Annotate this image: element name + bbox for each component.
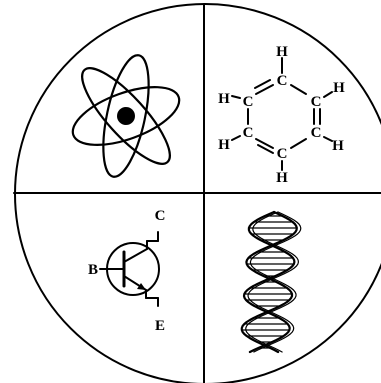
bond-c-bottom-left bbox=[255, 138, 274, 149]
bond-h-left-bottom bbox=[231, 135, 241, 141]
emitter-arrow-icon bbox=[137, 283, 146, 290]
transistor-icon: C B E bbox=[88, 208, 165, 334]
atom-h-bottom: H bbox=[276, 170, 288, 186]
benzene-molecule: H C H C C H H C C H C H bbox=[218, 44, 345, 186]
bond-h-left-top bbox=[231, 95, 241, 99]
bond-c-top-left-double bbox=[254, 79, 271, 89]
atom-h-right-top: H bbox=[333, 80, 345, 96]
atom-c-right-top: C bbox=[311, 94, 322, 110]
bond-c-bottom-left-double bbox=[257, 144, 274, 154]
electron-orbit-1 bbox=[71, 86, 181, 146]
electron-orbit-2 bbox=[81, 67, 171, 165]
transistor-base-label: B bbox=[88, 262, 98, 278]
atom-c-left-top: C bbox=[243, 94, 254, 110]
nucleus bbox=[117, 107, 135, 125]
dna-strand-a-inner bbox=[245, 211, 302, 353]
bond-c-bottom-right bbox=[290, 138, 307, 149]
atom-h-left-bottom: H bbox=[218, 137, 230, 153]
bond-c-top-left bbox=[255, 84, 274, 95]
bond-c-top-right bbox=[290, 84, 307, 95]
bond-h-right-top bbox=[323, 91, 333, 98]
atom-icon bbox=[71, 54, 181, 178]
electron-orbit-3 bbox=[102, 54, 150, 178]
atom-h-top: H bbox=[276, 44, 288, 60]
collector-diagonal bbox=[123, 248, 148, 263]
transistor-emitter-label: E bbox=[155, 318, 165, 334]
atom-c-bottom: C bbox=[277, 146, 288, 162]
dna-helix-icon bbox=[240, 210, 302, 354]
atom-c-left-bottom: C bbox=[243, 125, 254, 141]
transistor-collector-label: C bbox=[155, 208, 166, 224]
atom-c-top: C bbox=[277, 73, 288, 89]
bond-h-right-bottom bbox=[323, 136, 333, 142]
atom-c-right-bottom: C bbox=[311, 125, 322, 141]
atom-h-left-top: H bbox=[218, 91, 230, 107]
atom-h-right-bottom: H bbox=[332, 138, 344, 154]
